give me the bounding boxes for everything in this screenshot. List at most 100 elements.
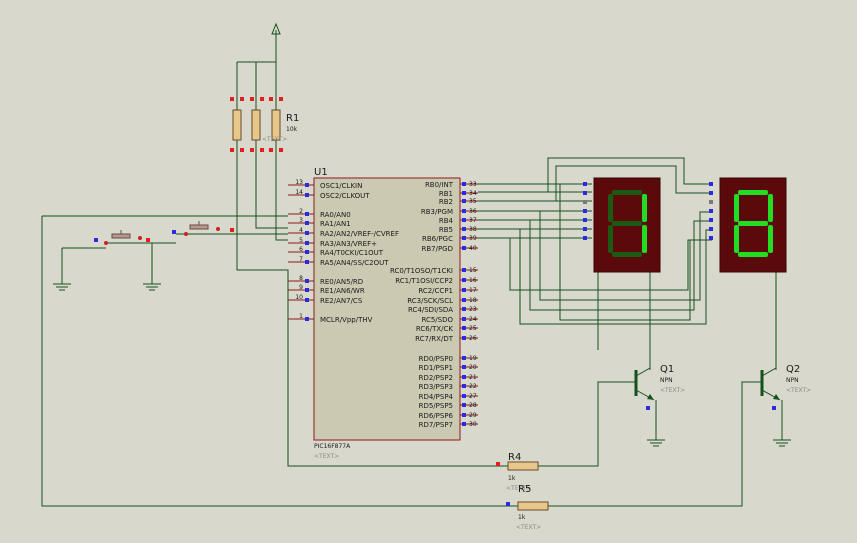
- r5-ref: R5: [518, 484, 531, 495]
- pin-number: 14: [295, 189, 303, 196]
- mcu-text: <TEXT>: [314, 453, 339, 460]
- r1-ref: R1: [286, 113, 299, 124]
- pin-number: 37: [469, 217, 477, 224]
- pin-label: RD2/PSP2: [419, 374, 453, 382]
- display-terminal: [709, 182, 713, 186]
- display-terminal: [583, 218, 587, 222]
- mcu-part: PIC16F877A: [314, 443, 351, 450]
- mcu-pin-right: 21 RD2/PSP2: [419, 374, 478, 382]
- pin-number: 9: [299, 284, 303, 291]
- pin-label: RE2/AN7/CS: [320, 297, 363, 305]
- mcu-ref: U1: [314, 167, 328, 178]
- wires: [41, 30, 783, 507]
- pin-number: 8: [299, 275, 303, 282]
- r5-text: <TEXT>: [516, 524, 541, 531]
- r4-text: <TEXT>: [506, 485, 531, 492]
- mcu-pin-right: 20 RD1/PSP1: [419, 364, 478, 372]
- mcu-pin-left: 4 RA2/AN2/VREF-/CVREF: [288, 227, 399, 238]
- segment-a: [738, 190, 768, 195]
- display-terminal: [583, 236, 587, 240]
- pin-label: RA0/AN0: [320, 211, 351, 219]
- q1-type: NPN: [660, 377, 673, 384]
- pin-label: RD7/PSP7: [419, 421, 453, 429]
- pin-label: RB1: [439, 190, 453, 198]
- pin-label: RE0/AN5/RD: [320, 278, 363, 286]
- pin-label: RB4: [439, 217, 454, 225]
- mcu-pin-right: 17 RC2/CCP1: [418, 287, 478, 295]
- pin-number: 4: [299, 227, 303, 234]
- pin-number: 17: [469, 287, 477, 294]
- transistor-q1: Q1 NPN <TEXT>: [634, 364, 685, 410]
- q1-ref: Q1: [660, 364, 674, 375]
- display-terminal: [583, 182, 587, 186]
- power-terminal: [271, 22, 281, 35]
- pin-label: RB2: [439, 198, 453, 206]
- pin-number: 2: [299, 208, 303, 215]
- pin-number: 21: [469, 374, 477, 381]
- pin-label: RC7/RX/DT: [415, 335, 454, 343]
- pin-number: 28: [469, 402, 477, 409]
- pin-label: RE1/AN6/WR: [320, 287, 365, 295]
- pin-number: 26: [469, 335, 477, 342]
- pin-label: RC6/TX/CK: [416, 325, 454, 333]
- pin-label: RC0/T1OSO/T1CKI: [390, 267, 453, 275]
- r5-value: 1k: [518, 514, 526, 521]
- segment-c: [768, 225, 773, 253]
- mcu-right-pins: 33RB0/INT34RB135RB236RB3/PGM37RB438RB539…: [390, 181, 478, 429]
- segment-f: [608, 194, 613, 222]
- pin-number: 38: [469, 226, 477, 233]
- pin-number: 20: [469, 364, 477, 371]
- q1-text: <TEXT>: [660, 387, 685, 394]
- pin-label: RA2/AN2/VREF-/CVREF: [320, 230, 399, 238]
- mcu-pin-right: 30 RD7/PSP7: [419, 421, 478, 429]
- display-terminal: [583, 200, 587, 204]
- pin-label: RC4/SDI/SDA: [408, 306, 453, 314]
- pin-label: OSC2/CLKOUT: [320, 192, 370, 200]
- pin-number: 3: [299, 217, 303, 224]
- display-terminal: [709, 227, 713, 231]
- pin-number: 40: [469, 245, 477, 252]
- pin-number: 18: [469, 297, 477, 304]
- pin-number: 24: [469, 316, 477, 323]
- pin-label: RD1/PSP1: [419, 364, 453, 372]
- segment-a: [612, 190, 642, 195]
- button-2[interactable]: [172, 221, 234, 236]
- r4-ref: R4: [508, 452, 521, 463]
- pin-label: RC2/CCP1: [418, 287, 453, 295]
- r1-text: <TEXT>: [262, 136, 287, 143]
- pin-number: 39: [469, 235, 477, 242]
- transistor-q2: Q2 NPN <TEXT>: [760, 364, 811, 410]
- pin-number: 7: [299, 256, 303, 263]
- pin-number: 15: [469, 267, 477, 274]
- segment-e: [734, 225, 739, 253]
- pin-label: RA3/AN3/VREF+: [320, 240, 377, 248]
- mcu-pin-left: 9 RE1/AN6/WR: [288, 284, 365, 295]
- pin-number: 6: [299, 246, 303, 253]
- segment-b: [642, 194, 647, 222]
- pin-label: RC5/SDO: [421, 316, 453, 324]
- display-left-segments: [608, 190, 647, 257]
- display-left: [583, 177, 661, 273]
- pin-label: OSC1/CLKIN: [320, 182, 362, 190]
- pin-number: 16: [469, 277, 477, 284]
- button-1[interactable]: [94, 230, 150, 245]
- segment-d: [612, 252, 642, 257]
- pin-number: 30: [469, 421, 477, 428]
- display-terminal: [709, 209, 713, 213]
- segment-f: [734, 194, 739, 222]
